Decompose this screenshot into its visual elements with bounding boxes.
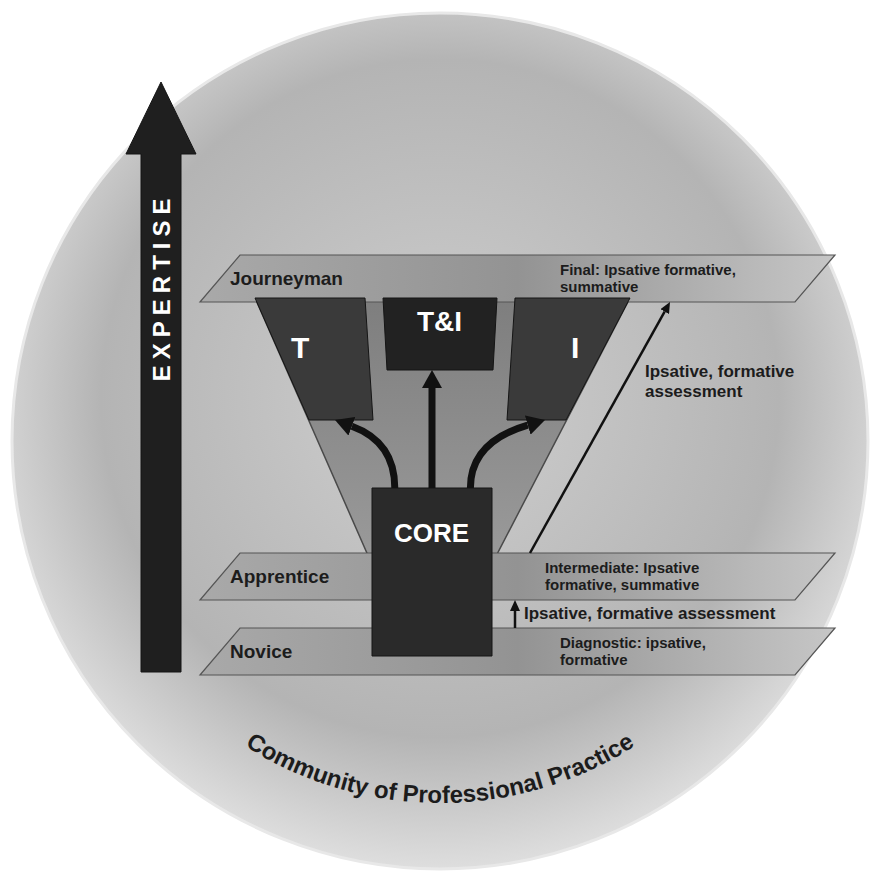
text-holder: T [291,331,309,366]
label-holder: Ipsative, formative assessment [524,604,775,624]
community-label: Community of Professional Practice [242,727,638,808]
assessment-label: Ipsative, formative assessment [524,604,775,624]
text-holder: CORE [394,519,469,549]
novice-level-shape [200,628,835,675]
text-holder: EXPERTISE [148,192,176,381]
core-block-shape [372,488,492,656]
industry-branch-shape [505,298,630,420]
practice-circle-fill [12,13,868,869]
core-label: CORE [394,519,469,549]
branch-arrow [352,426,395,488]
assessment-note: Final: Ipsative formative, summative [560,261,750,296]
novice-level: Novice Diagnostic: ipsative, formative [200,628,835,675]
text-holder: I [571,331,579,366]
level-name: Journeyman [230,268,380,290]
label-holder: Ipsative, formative assessment [645,362,835,401]
level-name: Novice [230,641,380,663]
text-holder: Final: Ipsative formative, summative [560,261,750,296]
apprentice-level: Apprentice Intermediate: Ipsative formati… [200,553,835,600]
branch-label: I [571,331,579,366]
text-holder: Journeyman [230,268,380,290]
text-holder: Intermediate: Ipsative formative, summat… [545,559,745,594]
assessment-note: Diagnostic: ipsative, formative [560,634,725,669]
assessment-label: Ipsative, formative assessment [645,362,835,401]
expertise-arrow-outline [126,82,196,672]
teaching-branch-shape [255,298,380,420]
text-holder: T&I [417,306,462,338]
branch-label: T&I [417,306,462,338]
combined-branch: T&I [383,298,497,370]
branch-arrow [470,425,527,488]
text-holder: Diagnostic: ipsative, formative [560,634,725,669]
level-plane [200,255,835,302]
core-block: CORE [372,488,492,656]
level-plane [200,628,835,675]
core-block-outline [372,488,492,656]
expertise-funnel [255,298,630,560]
text-holder: Novice [230,641,380,663]
assessment-note: Intermediate: Ipsative formative, summat… [545,559,745,594]
expertise-arrow: EXPERTISE [126,82,196,672]
teaching-branch: T [255,298,380,420]
level-name: Apprentice [230,566,380,588]
industry-branch: I [505,298,630,420]
progression-arrow [514,611,517,628]
progression-arrow [530,312,665,553]
arc-text: Community of Professional Practice [242,727,638,808]
text-holder: Apprentice [230,566,380,588]
expertise-label: EXPERTISE [148,192,176,381]
branch-arrow [429,388,436,488]
teaching-branch-outline [255,298,373,420]
combined-branch-outline [383,298,497,370]
industry-branch-outline [507,298,630,420]
journeyman-level: Journeyman Final: Ipsative formative, sum… [200,255,835,302]
level-plane [200,553,835,600]
branch-label: T [291,331,309,366]
